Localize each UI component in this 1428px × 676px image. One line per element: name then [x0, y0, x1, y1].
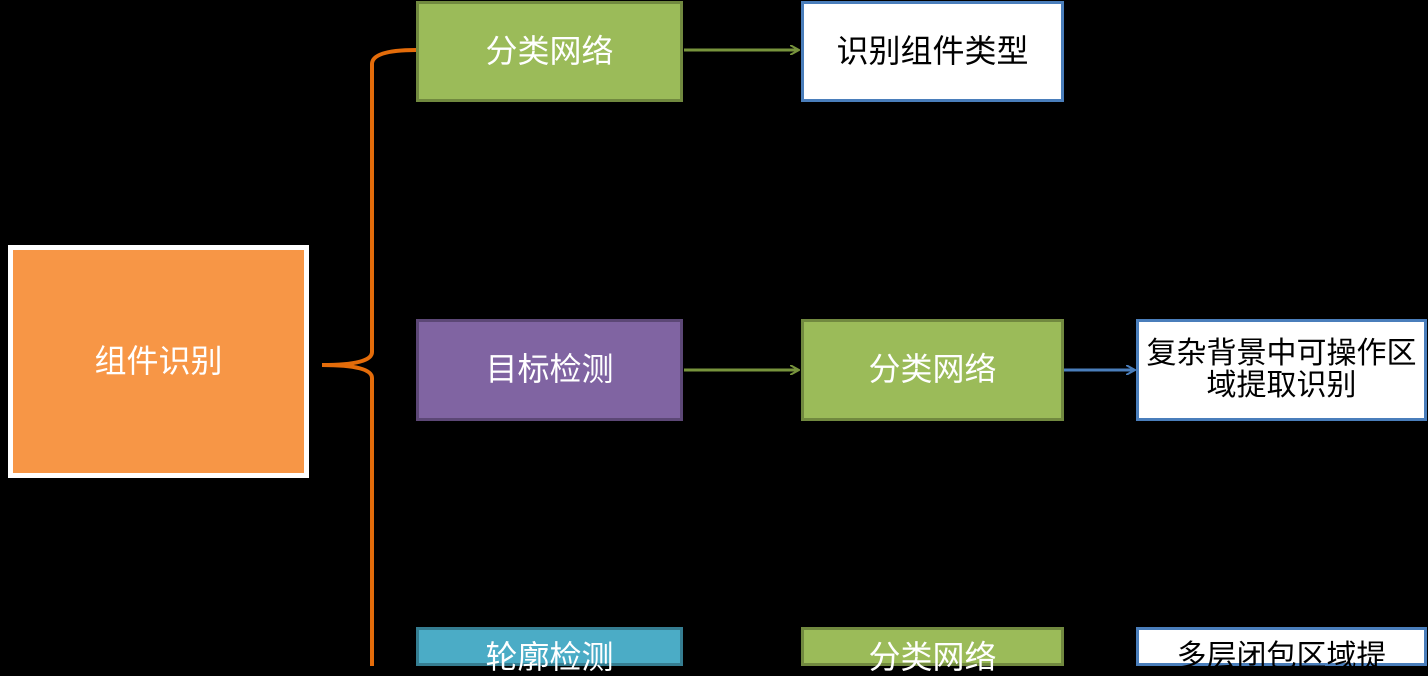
row1-result-label: 识别组件类型 [836, 31, 1029, 70]
row1-method-box: 分类网络 [416, 1, 683, 102]
root-brace [321, 48, 417, 666]
root-label: 组件识别 [94, 341, 223, 380]
row3-method-label: 轮廓检测 [485, 638, 614, 676]
row2-result-box: 复杂背景中可操作区域提取识别 [1136, 319, 1427, 421]
row3-result-label: 多层闭包区域提 [1176, 639, 1387, 674]
row1-result-box: 识别组件类型 [801, 1, 1064, 102]
root-node: 组件识别 [8, 245, 309, 478]
row2-method-label: 目标检测 [485, 350, 614, 389]
row2-result-label: 复杂背景中可操作区域提取识别 [1146, 335, 1417, 403]
row2-method-box: 目标检测 [416, 319, 683, 421]
row3-step2-box: 分类网络 [801, 627, 1064, 675]
row1-method-label: 分类网络 [485, 31, 614, 70]
row3-result-box: 多层闭包区域提 [1136, 627, 1427, 673]
row3-step2-label: 分类网络 [868, 638, 997, 676]
row2-step2-label: 分类网络 [868, 350, 997, 389]
row3-method-box: 轮廓检测 [416, 627, 683, 675]
row2-step2-box: 分类网络 [801, 319, 1064, 421]
